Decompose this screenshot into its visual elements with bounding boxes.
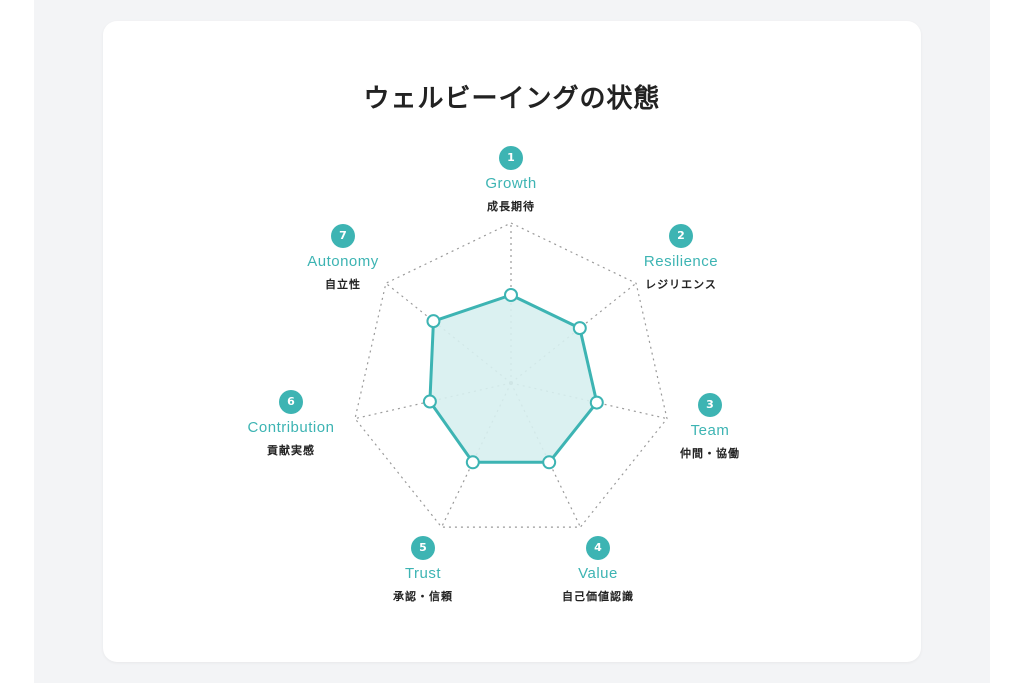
axis-name-jp: 貢献実感 <box>267 444 315 457</box>
axis-number-badge: 4 <box>586 536 610 560</box>
data-area <box>428 293 599 464</box>
axis-name-en: Contribution <box>247 419 335 436</box>
axis-name-jp: 承認・信頼 <box>393 590 453 603</box>
axis-name-jp: 自立性 <box>325 278 361 291</box>
axis-name-jp: 仲間・協働 <box>680 447 740 460</box>
axis-name-jp: 成長期待 <box>487 200 535 213</box>
axis-number-badge: 5 <box>411 536 435 560</box>
data-point-autonomy <box>426 314 441 329</box>
axis-number-badge: 2 <box>669 224 693 248</box>
data-point-team <box>589 395 604 410</box>
axis-name-jp: 自己価値認識 <box>562 590 634 603</box>
data-points <box>422 288 604 470</box>
axis-name-en: Value <box>578 565 618 582</box>
axis-name-en: Growth <box>485 175 537 192</box>
data-point-resilience <box>572 321 587 336</box>
axis-number-badge: 1 <box>499 146 523 170</box>
axis-name-en: Autonomy <box>307 253 379 270</box>
chart-title: ウェルビーイングの状態 <box>363 84 661 114</box>
axis-number-badge: 6 <box>279 390 303 414</box>
axis-name-en: Team <box>690 422 730 439</box>
axis-name-en: Trust <box>404 565 442 582</box>
axis-number-badge: 7 <box>331 224 355 248</box>
data-point-trust <box>465 455 480 470</box>
data-point-value <box>542 455 557 470</box>
axis-name-en: Resilience <box>643 253 719 270</box>
data-point-contribution <box>422 394 437 409</box>
axis-name-jp: レジリエンス <box>645 278 717 291</box>
axis-number-badge: 3 <box>698 393 722 417</box>
data-point-growth <box>504 288 518 302</box>
